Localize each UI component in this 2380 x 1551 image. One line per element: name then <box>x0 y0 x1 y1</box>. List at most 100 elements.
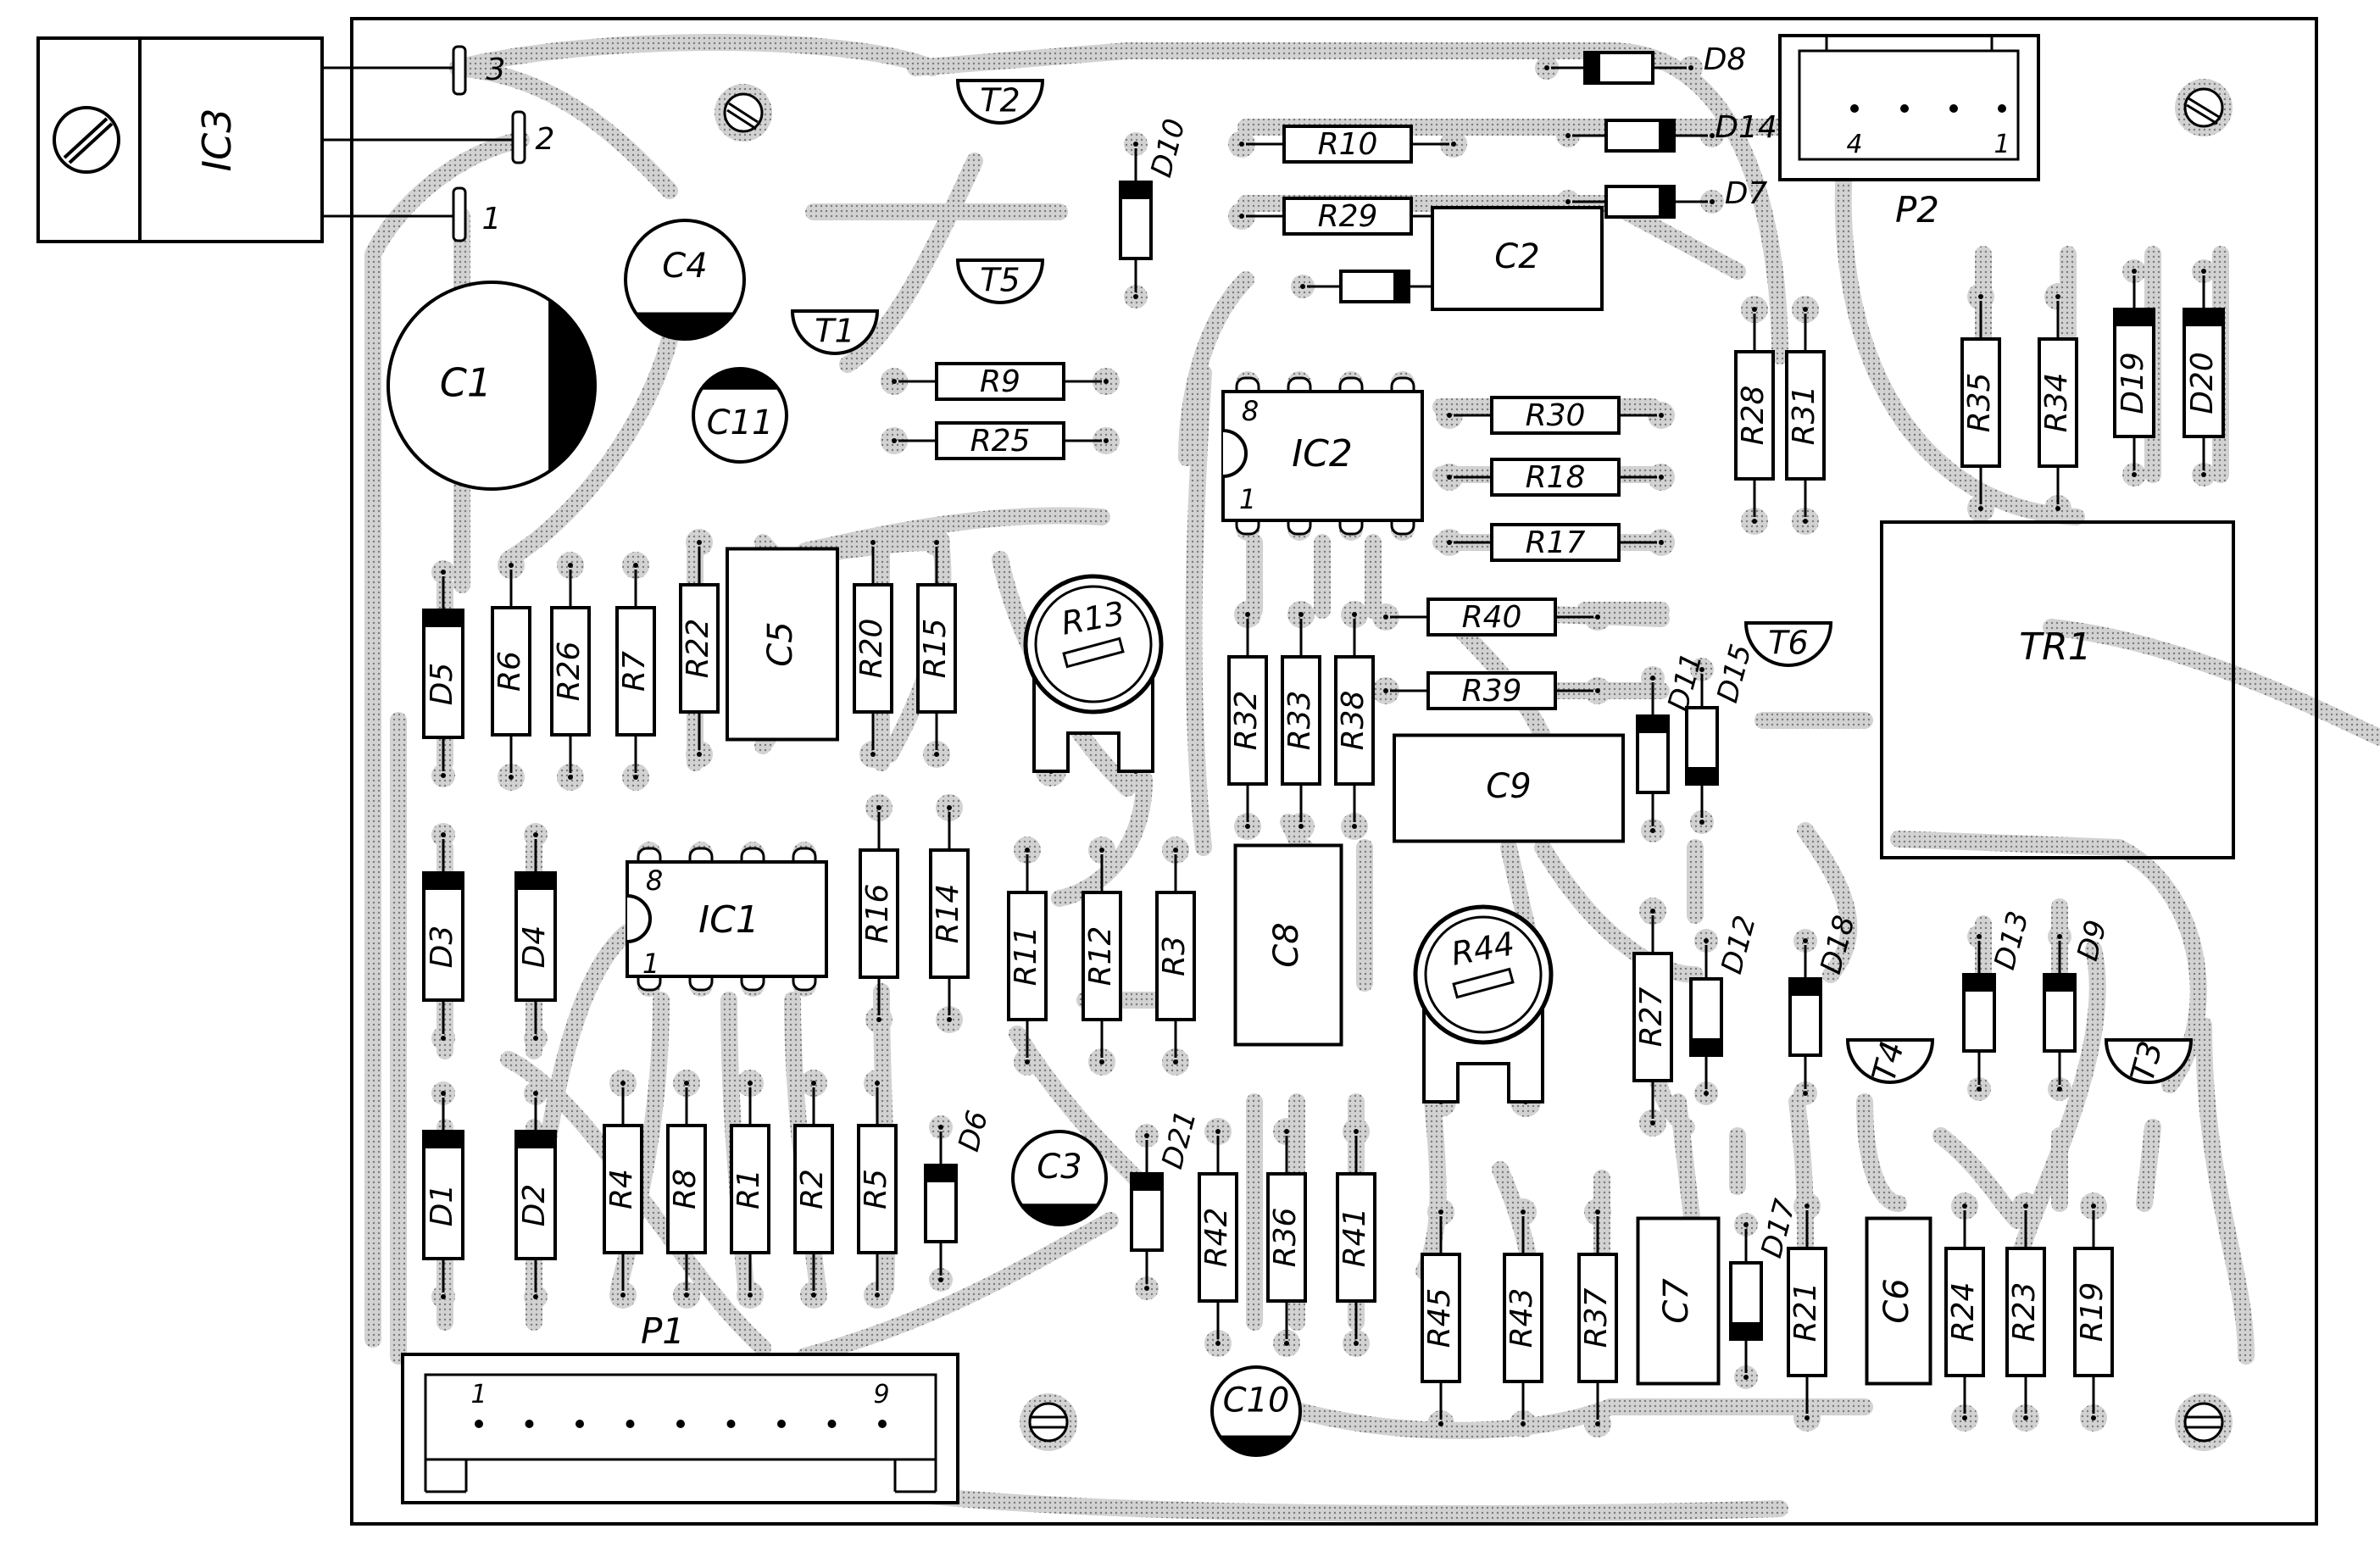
pad-hole <box>1699 667 1704 672</box>
diode-cathode-band <box>424 873 463 890</box>
pad-hole <box>1352 612 1357 617</box>
p1-label: P1 <box>641 1310 685 1352</box>
pad-hole <box>1595 614 1600 620</box>
resistor-r16: R16 <box>859 812 899 1015</box>
copper-track <box>797 1212 1119 1365</box>
pad-hole <box>748 1081 753 1086</box>
diode-cathode-band <box>424 1131 463 1148</box>
ic3-label: IC3 <box>194 108 240 172</box>
copper-track <box>2195 1017 2255 1365</box>
resistor-label: R12 <box>1083 926 1118 987</box>
diode-d8: D8 <box>1551 42 1746 85</box>
resistor-label: R28 <box>1736 386 1771 446</box>
pad-hole <box>1025 1059 1030 1065</box>
resistor-r26: R26 <box>550 570 591 773</box>
trimmer-r44: R44 <box>1413 904 1554 1103</box>
p2-pin <box>1900 104 1909 113</box>
pad-hole <box>1173 848 1178 853</box>
transistor-label: T5 <box>980 262 1020 299</box>
pad-hole <box>441 1091 446 1096</box>
pad-hole <box>2023 1415 2028 1420</box>
resistor-label: R2 <box>795 1169 830 1209</box>
diode-cathode-band <box>1393 271 1409 302</box>
copper-track <box>1797 822 1858 983</box>
pad-hole <box>934 540 939 545</box>
resistor-r38: R38 <box>1334 619 1375 822</box>
resistor-r24: R24 <box>1944 1210 1985 1414</box>
copper-track <box>1602 42 1788 364</box>
pad-hole <box>620 1081 626 1086</box>
diode-cathode-band <box>1790 979 1821 996</box>
diode-cathode-band <box>2044 975 2075 992</box>
pad-hole <box>1659 413 1664 418</box>
pad-hole <box>1521 1421 1526 1426</box>
capacitor-label: C9 <box>1486 767 1531 806</box>
pad-hole <box>2057 1087 2062 1092</box>
trimmer-r13: R13 <box>1023 574 1164 773</box>
pad-hole <box>938 1125 943 1130</box>
resistor-label: R6 <box>492 651 527 692</box>
pad-hole <box>1245 824 1250 829</box>
copper-track <box>449 59 678 199</box>
copper-track <box>1178 271 1254 466</box>
ic2-label: IC2 <box>1292 432 1353 475</box>
pad-hole <box>620 1292 626 1298</box>
pad-hole <box>1383 614 1388 620</box>
resistor-r7: R7 <box>615 570 656 773</box>
pad-hole <box>1962 1204 1967 1209</box>
resistor-r45: R45 <box>1421 1216 1461 1420</box>
film-capacitor-c9: C9 <box>1393 733 1625 843</box>
diode-label: D5 <box>425 663 459 706</box>
resistor-r10: R10 <box>1246 125 1449 164</box>
mounting-hole <box>1020 1393 1077 1451</box>
polarity-stripe <box>1020 1204 1098 1226</box>
p2-pin-last-label: 1 <box>1994 130 2010 159</box>
regulator-ic3: IC3 3 2 1 <box>36 36 554 243</box>
resistor-r32: R32 <box>1227 619 1268 822</box>
film-capacitor-c8: C8 <box>1233 843 1343 1047</box>
copper-track <box>364 131 530 1348</box>
pad-hole <box>533 1036 538 1041</box>
resistor-label: R38 <box>1336 691 1371 751</box>
pad-hole <box>441 832 446 837</box>
capacitor-label: C3 <box>1037 1148 1082 1187</box>
resistor-label: R42 <box>1199 1208 1234 1268</box>
diode-d7: D7 <box>1572 176 1767 219</box>
copper-track <box>1415 1093 1447 1280</box>
diode-label: D6 <box>952 1107 995 1155</box>
pad-hole <box>2201 472 2206 477</box>
pad-hole <box>1803 519 1808 524</box>
film-capacitor-c5: C5 <box>726 547 839 742</box>
resistor-label: R35 <box>1962 373 1997 433</box>
resistor-r36: R36 <box>1266 1136 1307 1339</box>
resistor-r23: R23 <box>2005 1210 2046 1414</box>
transistor-label: T1 <box>815 313 854 350</box>
p1-pin <box>878 1420 887 1428</box>
pad-hole <box>947 1017 952 1022</box>
pad-hole <box>1451 142 1456 147</box>
pad-hole <box>1804 1204 1810 1209</box>
diode-cathode-band <box>424 610 463 627</box>
diode-cathode-band <box>516 873 555 890</box>
copper-track <box>1185 364 1212 856</box>
capacitor-label: C6 <box>1877 1278 1916 1323</box>
diode-label: D21 <box>1155 1107 1204 1172</box>
pad-hole <box>1595 1421 1600 1426</box>
diode-d4: D4 <box>514 839 557 1034</box>
pad-hole <box>870 752 876 757</box>
resistor-r42: R42 <box>1198 1136 1238 1339</box>
electrolytic-c1: C1 <box>386 281 597 491</box>
capacitor-label: C5 <box>761 621 800 666</box>
pad-hole <box>811 1292 816 1298</box>
resistor-r31: R31 <box>1785 314 1826 517</box>
resistor-r25: R25 <box>898 421 1102 460</box>
resistor-label: R17 <box>1526 525 1586 560</box>
resistor-r27: R27 <box>1632 915 1673 1119</box>
pad-hole <box>1447 540 1452 545</box>
p2-label: P2 <box>1895 189 1939 231</box>
copper-track <box>1534 839 1704 983</box>
pad-hole <box>892 438 897 443</box>
pad-hole <box>697 540 702 545</box>
pad-hole <box>568 563 573 568</box>
